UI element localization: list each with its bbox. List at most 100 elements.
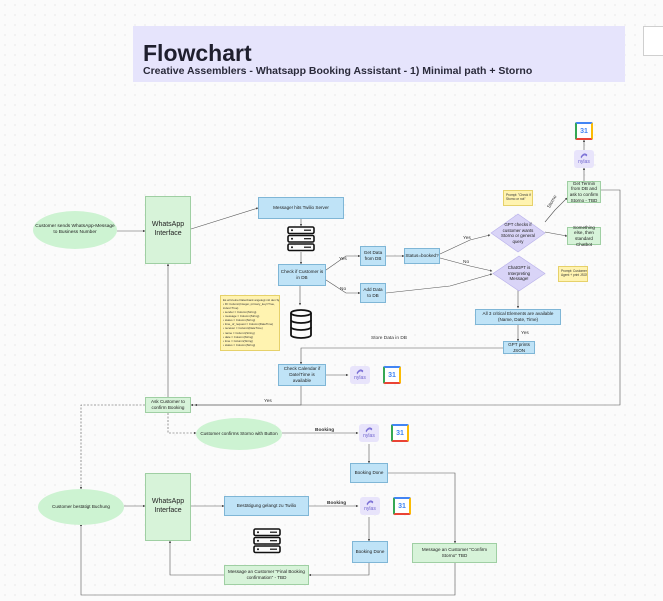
page-title: Flowchart (143, 40, 252, 66)
calendar-icon-2: 31 (383, 366, 401, 384)
calendar-icon-3: 31 (391, 424, 409, 442)
node-bestatigung[interactable]: Bestätigung gelangt zu Twilio (224, 496, 309, 516)
node-get-termin[interactable]: Get Termin from DB and ask to confirm St… (567, 181, 601, 203)
edge-gpt-to-else (544, 231, 568, 237)
decision-chatgpt-interpreting[interactable]: ChatGPT is Interpreting Message! (492, 255, 546, 292)
node-check-customer[interactable]: Check if Customer is in DB (278, 264, 326, 286)
node-ask-customer-label: Ask Customer to confirm Booking (151, 399, 185, 410)
node-message-final-booking[interactable]: Message an Customer "Final Booking confi… (224, 565, 309, 585)
nylas-icon-4-label: nylas (364, 506, 376, 512)
note-db-schema-line-1: Es wird eine Datenbank angelegt mit den … (223, 298, 280, 302)
note-db-schema-line-7: • time_of_request = Column(DateTime) (223, 322, 274, 327)
note-db-schema: Es wird eine Datenbank angelegt mit den … (220, 295, 280, 351)
node-status-booked-label: Status=booked? (405, 253, 439, 259)
calendar-icon-2-label: 31 (388, 371, 396, 379)
note-db-schema-line-11: • time = Column(String) (223, 338, 254, 343)
edge-label-yes-check: Yes (339, 257, 347, 262)
edge-label-booking-bestatigung: Booking (327, 501, 347, 506)
nylas-icon-2: nylas (350, 366, 370, 384)
node-something-else-label: Something else, then standard Chatbot (573, 224, 595, 247)
edge-label-no-status: No (463, 260, 470, 265)
node-message-twilio[interactable]: Message! hits Twilio Server (258, 197, 344, 219)
page-subtitle: Creative Assemblers - Whatsapp Booking A… (143, 65, 533, 77)
note-db-schema-line-6: • status = Column(String) (223, 318, 256, 323)
node-get-data[interactable]: Get Data from DB (360, 246, 386, 266)
node-whatsapp-interface-1[interactable]: WhatsApp Interface (145, 196, 191, 264)
edge-final-to-whatsapp2 (168, 540, 224, 576)
note-db-schema-line-4: • sender = Column(String) (223, 310, 257, 315)
node-customer-confirms-storno-label: Customer confirms Storno with Button (200, 431, 278, 437)
edge-check-to-adddata (325, 279, 361, 295)
node-add-data-label: Add Data to DB (363, 287, 383, 298)
node-gpt-prints-json-label: GPT prints JSON (508, 341, 530, 353)
calendar-icon-label: 31 (580, 127, 588, 135)
note-prompt-storno-line-1: Prompt: "Check if (506, 193, 531, 197)
note-db-schema-line-2: • ID: Column(Integer, primary_key=True, (223, 302, 275, 307)
edge-label-yes-ask: Yes (264, 399, 272, 404)
node-whatsapp-interface-2-label: WhatsApp Interface (151, 498, 185, 514)
node-message-confirm-storno-label: Message an Customer "Confirm Storno" TBD (421, 547, 488, 558)
edge-ask-to-storno (167, 413, 197, 435)
node-ask-customer[interactable]: Ask Customer to confirm Booking (145, 397, 191, 413)
nylas-icon-4: nylas (360, 497, 380, 515)
node-check-customer-label: Check if Customer is in DB (280, 269, 324, 280)
edge-gpt-to-termin (544, 197, 568, 223)
note-db-schema-line-10: • date = Column(String) (223, 334, 254, 339)
node-all-critical-label: All 3 critical Elements are available (N… (482, 311, 554, 322)
edge-adddata-to-chatgpt (385, 273, 493, 294)
edge-label-yes-status: Yes (463, 236, 471, 241)
node-gpt-prints-json[interactable]: GPT prints JSON (503, 341, 535, 354)
node-customer-sends[interactable]: Customer sends WhatsApp-Message to Busin… (33, 211, 117, 249)
calendar-icon: 31 (575, 122, 593, 140)
edge-bookingdone1-to-confirmstorno (388, 472, 457, 544)
edge-json-to-calendar (299, 347, 503, 365)
node-something-else[interactable]: Something else, then standard Chatbot (567, 224, 601, 247)
note-db-schema-line-8: • receiver = Column(DateTime) (223, 326, 263, 331)
nylas-icon-label: nylas (578, 159, 590, 165)
decision-gpt-checks[interactable]: GPT checks if customer wants Storno or g… (490, 213, 546, 253)
node-status-booked[interactable]: Status=booked? (404, 248, 440, 264)
node-booking-done-2[interactable]: Booking Done (352, 541, 388, 563)
note-prompt-storno-line-2: Storno or not" (506, 197, 526, 202)
edge-label-no-check: No (340, 287, 347, 292)
corner-frame (643, 26, 663, 56)
edge-label-booking-storno: Booking (315, 428, 335, 433)
note-prompt-customer-line-2: Agent + print JSON (561, 273, 588, 278)
edge-status-no (439, 257, 493, 272)
nylas-icon-3: nylas (359, 424, 379, 442)
node-message-confirm-storno[interactable]: Message an Customer "Confirm Storno" TBD (412, 543, 497, 563)
node-check-calendar[interactable]: Check Calendar if Date/Time is available (278, 364, 326, 386)
server-icon (287, 226, 315, 252)
note-db-schema-line-9: • name = Column(String) (223, 330, 255, 335)
note-prompt-storno: Prompt: "Check if Storno or not" (503, 190, 533, 206)
calendar-icon-4-label: 31 (398, 502, 406, 510)
node-check-calendar-label: Check Calendar if Date/Time is available (283, 366, 321, 383)
note-prompt-customer-line-1: Prompt: Customer (561, 269, 587, 273)
edge-whatsapp-to-twilio (190, 207, 259, 230)
edge-bookingdone2-to-final (308, 563, 370, 577)
calendar-icon-4: 31 (393, 497, 411, 515)
node-all-critical[interactable]: All 3 critical Elements are available (N… (475, 309, 561, 325)
node-customer-confirms-storno[interactable]: Customer confirms Storno with Button (196, 418, 282, 450)
title-panel (133, 26, 625, 82)
node-booking-done-1-label: Booking Done (354, 470, 384, 476)
note-prompt-customer: Prompt: Customer Agent + print JSON (558, 266, 588, 282)
note-db-schema-line-3: index=True) (223, 306, 239, 311)
edge-ask-to-bestatigt (79, 404, 145, 490)
decision-chatgpt-interpreting-label: ChatGPT is Interpreting Message! (507, 265, 531, 282)
node-get-data-label: Get Data from DB (363, 250, 383, 261)
node-customer-bestatigt-label: Customer bestätigt Buchung (52, 504, 110, 510)
decision-gpt-checks-label: GPT checks if customer wants Storno or g… (501, 222, 535, 244)
server-icon-2 (253, 528, 281, 554)
node-customer-bestatigt[interactable]: Customer bestätigt Buchung (38, 489, 124, 525)
node-add-data[interactable]: Add Data to DB (360, 283, 386, 303)
edge-label-store-data: Store Data in DB (371, 336, 407, 341)
node-customer-sends-label: Customer sends WhatsApp-Message to Busin… (35, 224, 115, 235)
note-db-schema-line-12: • status = Column(String) (223, 342, 256, 347)
nylas-icon-3-label: nylas (363, 433, 375, 439)
node-whatsapp-interface-2[interactable]: WhatsApp Interface (145, 473, 191, 541)
nylas-icon-2-label: nylas (354, 375, 366, 381)
database-icon (290, 309, 312, 339)
node-booking-done-1[interactable]: Booking Done (350, 463, 388, 483)
